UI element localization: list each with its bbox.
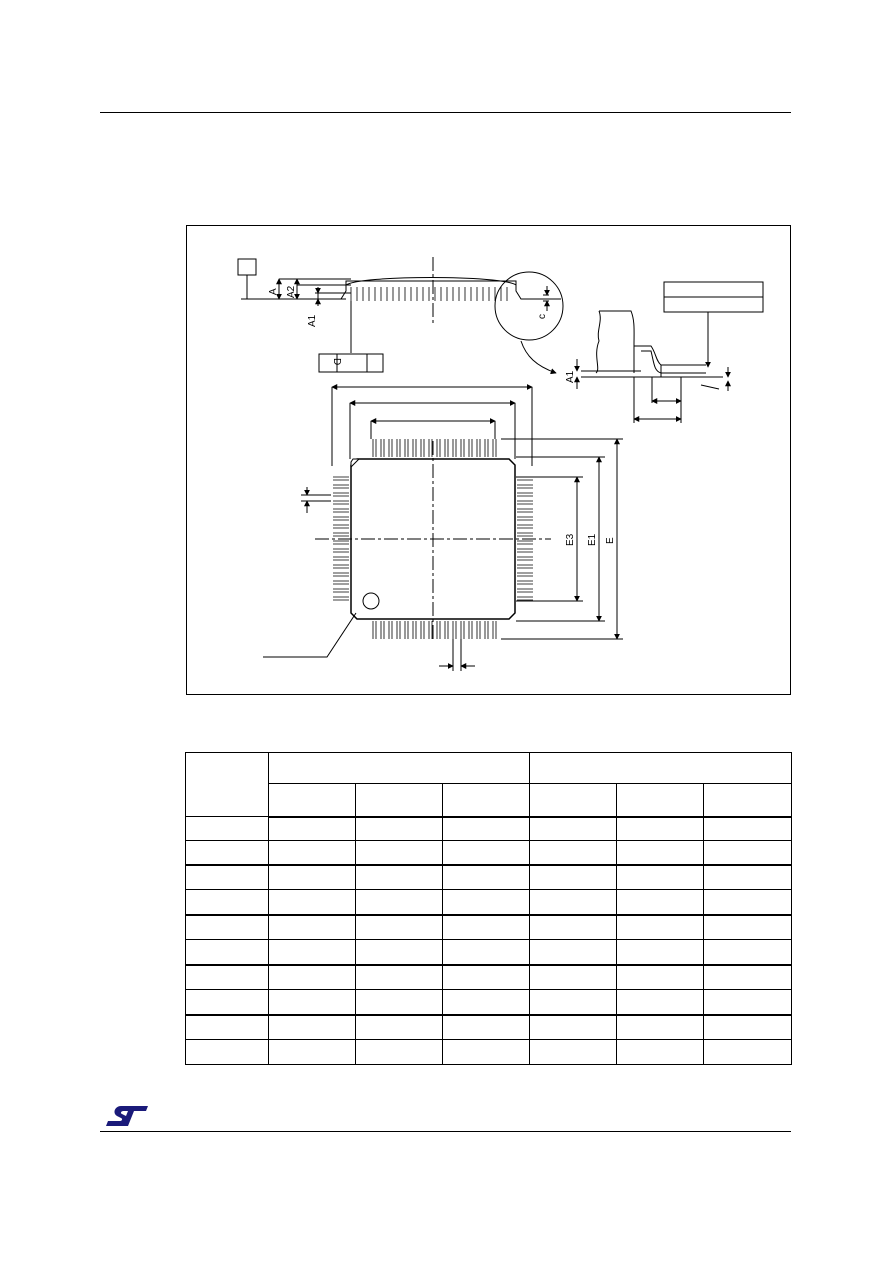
table-row	[185, 1014, 793, 1040]
dim-label-E: E	[605, 537, 616, 544]
header-group-2	[529, 752, 793, 784]
table-row	[185, 889, 793, 916]
table-row	[185, 1039, 793, 1065]
dimensions-table	[185, 752, 793, 1065]
table-row	[185, 939, 793, 966]
subheader-cell	[616, 783, 705, 818]
table-row	[185, 989, 793, 1016]
dim-label-A1: A1	[307, 314, 318, 327]
header-group-1	[267, 752, 531, 784]
table-row	[185, 816, 793, 841]
dim-label-A: A	[268, 288, 279, 295]
dim-label-A2: A2	[286, 285, 297, 298]
subheader-cell	[441, 783, 531, 818]
dim-label-E3: E3	[565, 533, 576, 546]
header-rule	[100, 112, 791, 113]
subheader-cell	[355, 783, 443, 818]
side-view	[237, 257, 564, 375]
table-subheader-row	[186, 783, 793, 818]
lead-detail	[574, 281, 764, 423]
table-row	[185, 964, 793, 990]
st-logo	[104, 1104, 150, 1133]
table-row	[185, 914, 793, 940]
pin1-identifier	[362, 592, 380, 610]
dim-label-A1-detail: A1	[565, 370, 576, 383]
subheader-cell	[268, 783, 356, 818]
subheader-cell	[703, 783, 793, 818]
table-row	[185, 864, 793, 890]
dim-label-E1: E1	[587, 533, 598, 546]
table-header-row	[185, 752, 793, 817]
footer-rule	[100, 1131, 791, 1132]
dim-label-c: c	[537, 314, 548, 319]
dim-label-D: D	[331, 358, 342, 365]
datum-d-box	[318, 353, 384, 373]
top-view	[263, 384, 623, 671]
header-symbol	[185, 752, 269, 817]
package-outline-figure: A A2 A1 c A1 E3 E1 E D	[186, 225, 791, 695]
detail-circle	[494, 271, 564, 341]
subheader-cell	[529, 783, 618, 818]
datum-box	[237, 258, 257, 276]
table-row	[185, 840, 793, 866]
